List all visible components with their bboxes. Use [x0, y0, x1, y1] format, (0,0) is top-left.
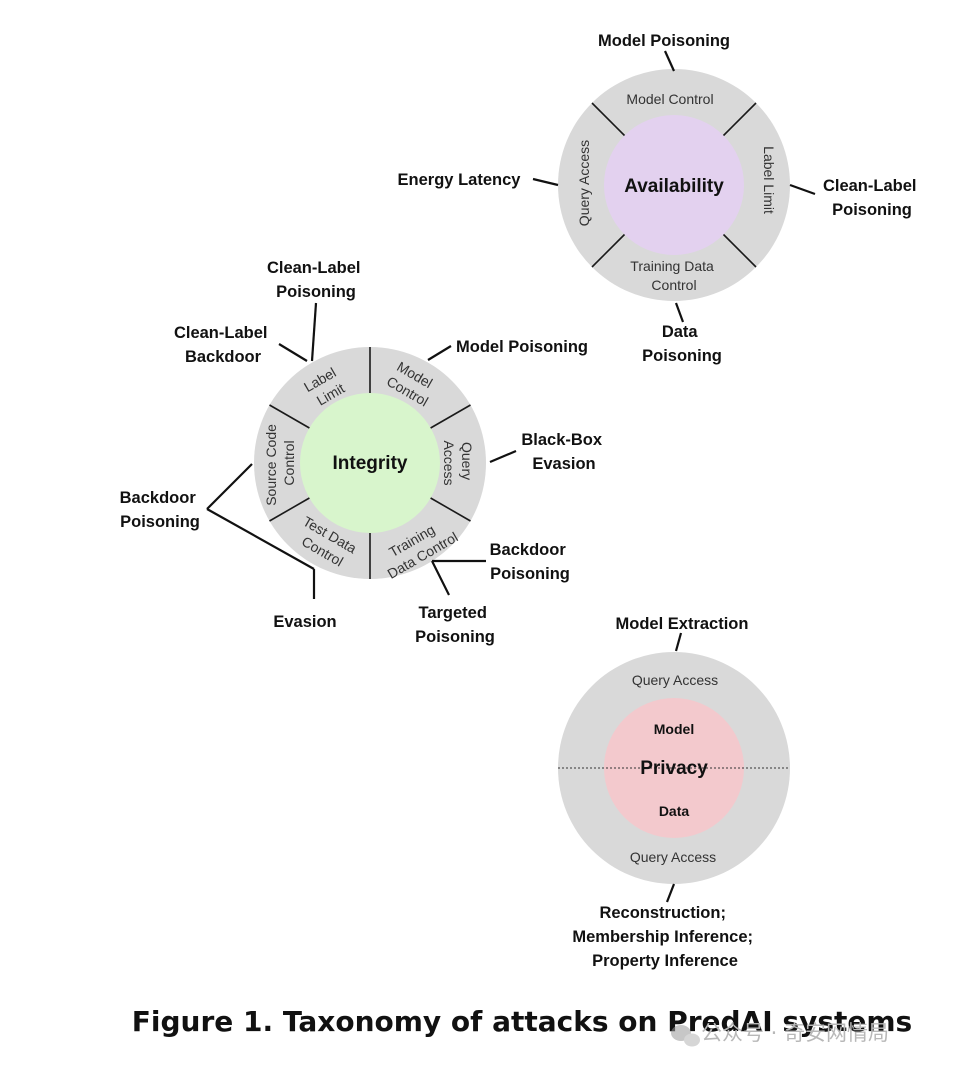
privacy-core-data: Data — [659, 803, 690, 819]
attack-clean-label-poisoning-availability: Clean-Label Poisoning — [823, 177, 921, 219]
watermark: 公众号 · 奇安网情局 — [671, 1021, 889, 1047]
integrity-core — [300, 393, 440, 533]
attack-model-extraction: Model Extraction — [616, 615, 749, 633]
attack-backdoor-poisoning-left: Backdoor Poisoning — [120, 489, 201, 531]
privacy-wheel: Query Access Query Access Model Privacy … — [558, 652, 790, 884]
availability-segment-model-control: Model Control — [626, 91, 713, 107]
attack-energy-latency: Energy Latency — [398, 171, 522, 189]
integrity-segment-source-code-control: Source Code Control — [263, 420, 297, 506]
attack-data-privacy: Reconstruction; Membership Inference; Pr… — [572, 904, 757, 970]
availability-segment-query-access: Query Access — [576, 140, 592, 226]
attack-clean-label-backdoor: Clean-Label Backdoor — [174, 324, 272, 366]
attack-model-poisoning-integrity: Model Poisoning — [456, 338, 588, 356]
attack-clean-label-poisoning-integrity: Clean-Label Poisoning — [267, 259, 365, 301]
wechat-icon — [671, 1025, 700, 1047]
availability-title: Availability — [624, 176, 724, 197]
privacy-segment-query-access-top: Query Access — [632, 672, 718, 688]
integrity-wheel: Integrity Label Limit Model Control Quer… — [254, 347, 486, 582]
attack-targeted-poisoning: Targeted Poisoning — [415, 604, 495, 646]
integrity-leaders — [206, 302, 517, 599]
privacy-title: Privacy — [640, 758, 708, 779]
attack-backdoor-poisoning-right: Backdoor Poisoning — [490, 541, 571, 583]
watermark-text: 公众号 · 奇安网情局 — [701, 1021, 889, 1045]
privacy-leaders — [665, 632, 683, 903]
attack-model-poisoning-availability: Model Poisoning — [598, 32, 730, 50]
privacy-segment-query-access-bottom: Query Access — [630, 849, 716, 865]
integrity-segment-query-access: Query Access — [441, 440, 475, 485]
availability-leaders — [532, 50, 816, 323]
attack-black-box-evasion: Black-Box Evasion — [521, 431, 606, 473]
privacy-core-model: Model — [654, 721, 694, 737]
figure-caption: Figure 1. Taxonomy of attacks on PredAI … — [132, 1005, 912, 1038]
availability-segment-label-limit: Label Limit — [761, 146, 777, 214]
availability-segment-training-data-control: Training Data Control — [630, 258, 717, 293]
attack-evasion: Evasion — [273, 613, 336, 631]
availability-wheel: Availability Model Control Label Limit Q… — [558, 69, 790, 301]
attack-data-poisoning: Data Poisoning — [642, 323, 722, 365]
availability-core — [604, 115, 744, 255]
integrity-title: Integrity — [333, 453, 408, 474]
